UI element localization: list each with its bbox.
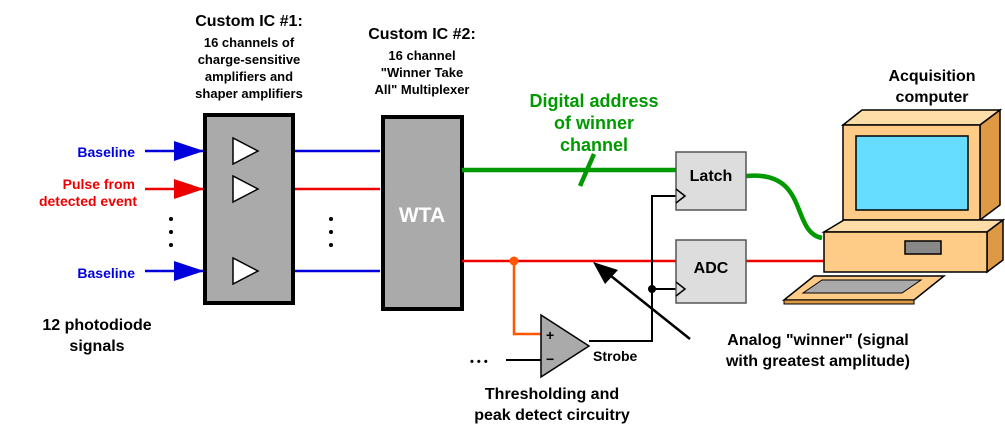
ic2-desc-line-3: All" Multiplexer xyxy=(374,82,469,97)
adc-box xyxy=(675,239,747,304)
keyboard-keys xyxy=(801,279,923,294)
pulse-arrow xyxy=(174,179,204,199)
amplifier-icon xyxy=(232,174,260,204)
monitor-top xyxy=(840,109,1003,126)
ic2-desc-line-2: "Winner Take xyxy=(381,65,463,80)
wta-chip xyxy=(381,115,464,311)
comparator-input-wire xyxy=(512,261,541,336)
digital-label-line-1: Digital address xyxy=(529,91,658,111)
latch-box xyxy=(675,151,747,211)
monitor-screen xyxy=(855,135,969,211)
strobe-wire xyxy=(589,195,676,342)
baseline-bottom-arrow xyxy=(174,261,204,281)
latch-to-computer-cable xyxy=(745,173,823,241)
monitor-side xyxy=(979,108,1001,222)
ic2-desc-line-1: 16 channel xyxy=(388,48,455,63)
comparator-caption-line-1: Thresholding and xyxy=(485,386,619,403)
amplifier-icon xyxy=(232,256,260,286)
input-ellipsis xyxy=(169,217,173,247)
threshold-input-dots: • • • xyxy=(470,356,488,368)
case-top xyxy=(821,219,1005,233)
keyboard-edge xyxy=(783,299,915,305)
amplifier-icon xyxy=(232,136,260,166)
ic1-desc-line-2: charge-sensitive xyxy=(198,52,301,67)
photodiode-caption-line-2: signals xyxy=(69,338,124,355)
digital-label-line-3: channel xyxy=(560,135,628,155)
bus-ellipsis xyxy=(329,217,333,247)
ic2-title: Custom IC #2: xyxy=(368,26,476,43)
wta-label: WTA xyxy=(399,204,445,227)
comparator-minus: − xyxy=(546,351,554,367)
analog-callout-arrowhead xyxy=(593,262,618,284)
ic1-desc-line-3: amplifiers and xyxy=(205,69,293,84)
comparator-plus: + xyxy=(546,327,554,343)
digital-label-line-2: of winner xyxy=(554,113,634,133)
baseline-top-arrow xyxy=(174,141,204,161)
pulse-label-line-2: detected event xyxy=(39,193,137,209)
ic1-desc-line-4: shaper amplifiers xyxy=(195,86,303,101)
latch-label: Latch xyxy=(690,168,733,185)
ic1-title: Custom IC #1: xyxy=(195,13,303,30)
computer-label-line-2: computer xyxy=(896,89,969,106)
analog-label-line-1: Analog "winner" (signal xyxy=(727,332,908,349)
adc-clock-mark xyxy=(675,281,687,297)
comparator-icon xyxy=(540,313,591,379)
latch-clock-mark xyxy=(675,188,687,204)
bus-width-slash xyxy=(577,153,597,187)
amplifier-icons xyxy=(232,136,260,286)
disk-drive-slot xyxy=(904,240,942,255)
baseline-bottom-label: Baseline xyxy=(77,265,135,281)
comparator-caption-line-2: peak detect circuitry xyxy=(474,407,630,424)
strobe-junction-dot xyxy=(648,285,656,293)
baseline-top-label: Baseline xyxy=(77,144,135,160)
computer-icon xyxy=(781,108,1005,305)
analog-callout-line xyxy=(605,271,691,340)
adc-label: ADC xyxy=(694,260,729,277)
computer-label-line-1: Acquisition xyxy=(888,68,975,85)
analog-label-line-2: with greatest amplitude) xyxy=(725,353,910,370)
photodiode-caption-line-1: 12 photodiode xyxy=(42,317,151,334)
strobe-label: Strobe xyxy=(593,348,638,364)
ic1-desc-line-1: 16 channels of xyxy=(204,35,295,50)
pulse-label-line-1: Pulse from xyxy=(63,176,135,192)
